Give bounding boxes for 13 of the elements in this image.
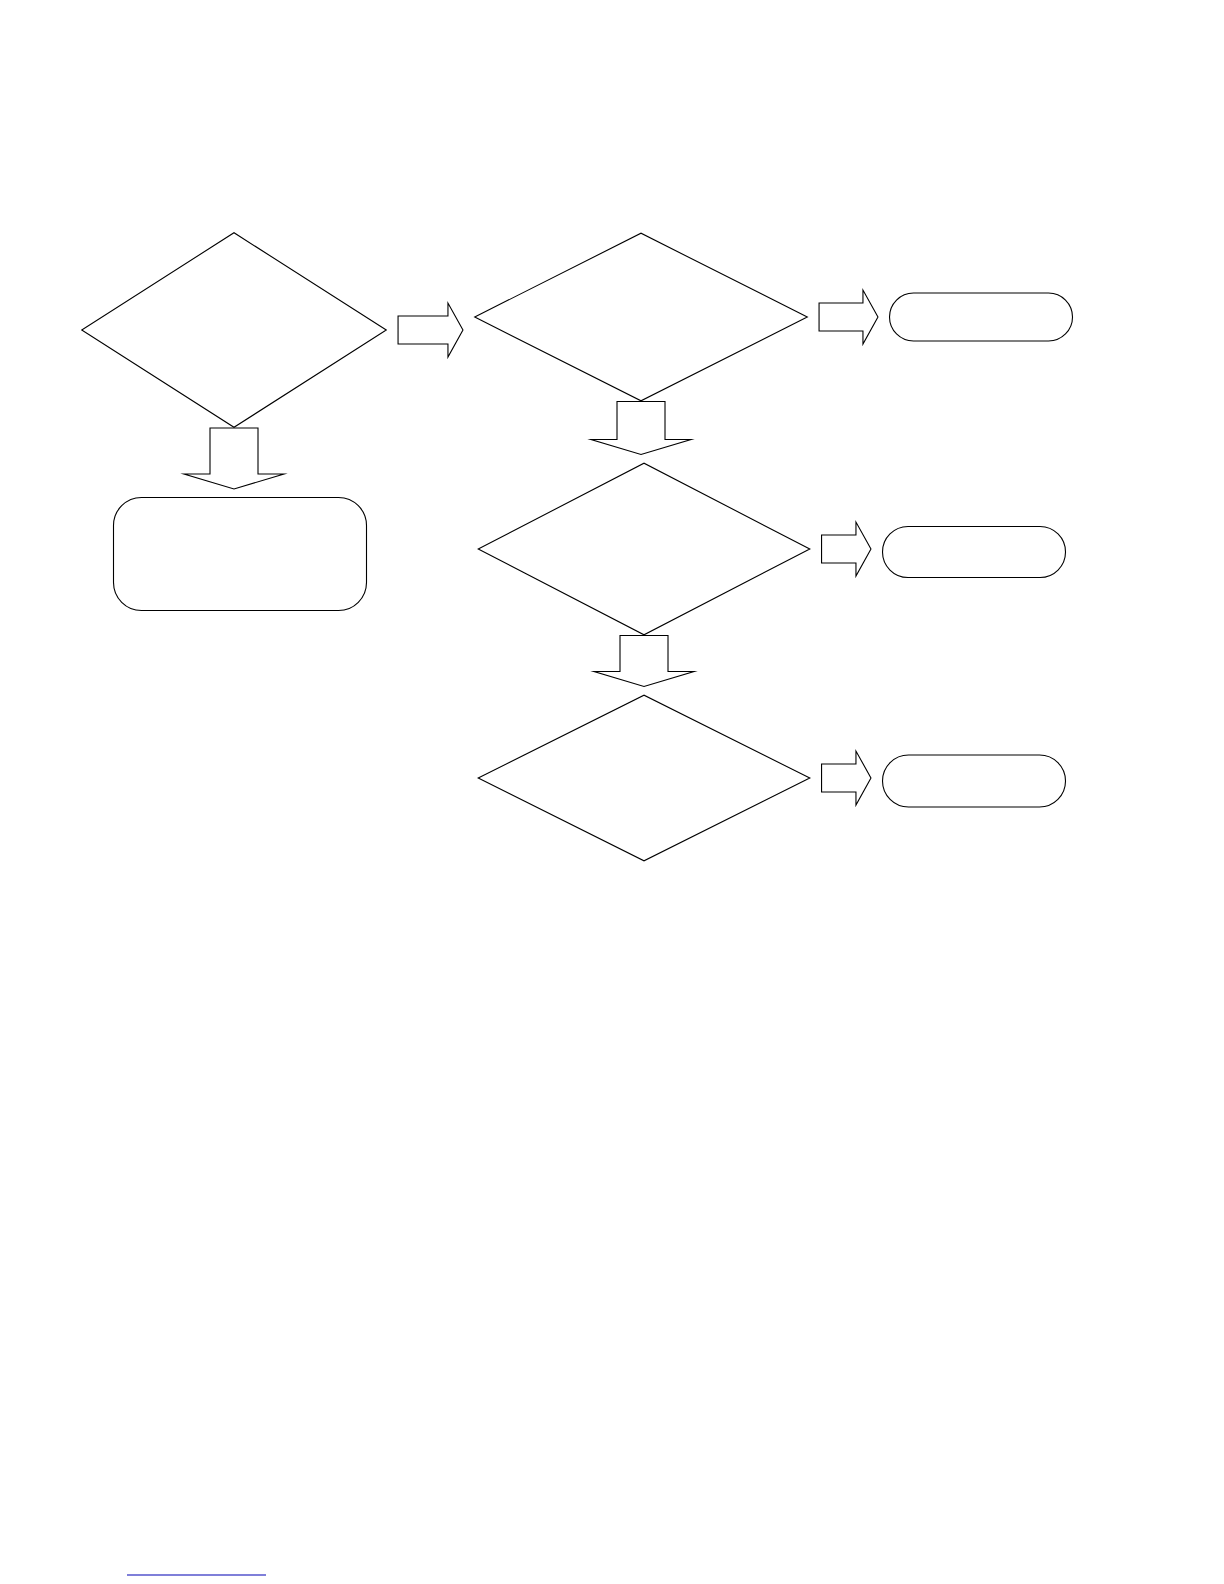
decision-diamond (477, 462, 811, 636)
block-arrow (180, 427, 288, 490)
terminal-box (112, 496, 368, 612)
decision-diamond (477, 694, 811, 862)
terminal-box (881, 754, 1067, 808)
block-arrow (590, 635, 698, 688)
terminal-box (881, 525, 1067, 579)
block-arrow (818, 287, 879, 347)
block-arrow (821, 748, 872, 808)
block-arrow (397, 300, 464, 360)
block-arrow (821, 519, 872, 579)
block-arrow (587, 401, 695, 456)
terminal-box (888, 292, 1074, 342)
